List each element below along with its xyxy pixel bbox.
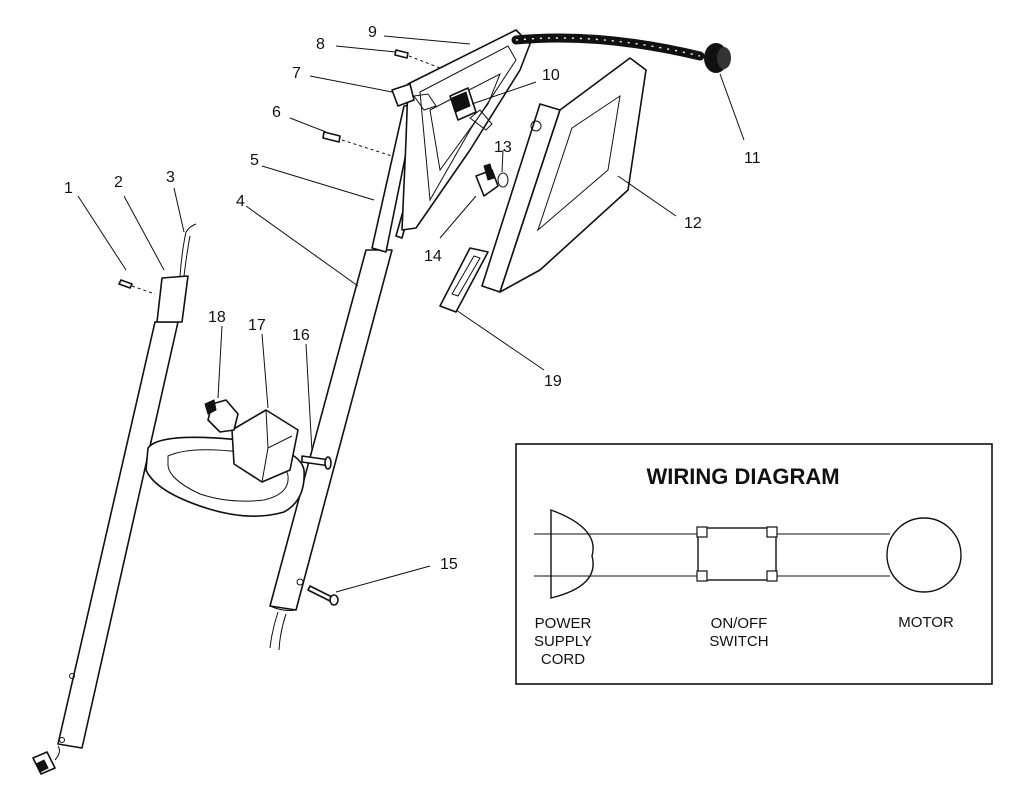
part-label-19: 19 — [544, 373, 562, 390]
part-label-8: 8 — [316, 36, 325, 53]
part-number-labels: 1 2 3 4 5 6 7 8 9 10 11 12 13 14 15 16 1… — [64, 24, 761, 573]
motor-symbol — [886, 517, 962, 593]
switch-label-line-1: ON/OFF — [711, 615, 768, 632]
part-label-1: 1 — [64, 180, 73, 197]
part-label-16: 16 — [292, 327, 310, 344]
plate-19 — [439, 247, 489, 313]
part-label-6: 6 — [272, 104, 281, 121]
part-label-5: 5 — [250, 152, 259, 169]
switch-label-line-2: SWITCH — [709, 633, 768, 650]
switch-housing-9 — [401, 29, 531, 231]
part-label-3: 3 — [166, 169, 175, 186]
wiring-diagram-title: WIRING DIAGRAM — [646, 464, 839, 489]
part-label-2: 2 — [114, 174, 123, 191]
part-label-13: 13 — [494, 139, 512, 156]
power-label-line-1: POWER — [535, 615, 592, 632]
switch-symbol — [696, 526, 778, 582]
bolt-15 — [307, 585, 339, 606]
knob-14 — [475, 163, 509, 197]
part-label-12: 12 — [684, 215, 702, 232]
switch-10 — [449, 87, 493, 131]
screw-8 — [394, 49, 441, 69]
leader-lines — [77, 35, 745, 593]
part-label-14: 14 — [424, 248, 442, 265]
screw-6 — [322, 131, 393, 157]
auxiliary-handle — [145, 399, 332, 517]
power-cord-11 — [511, 33, 731, 73]
part-label-11: 11 — [744, 150, 761, 167]
power-label-line-3: CORD — [541, 651, 585, 668]
guard-12 — [481, 57, 647, 293]
clip-7 — [391, 83, 437, 111]
power-label-line-2: SUPPLY — [534, 633, 592, 650]
part-label-15: 15 — [440, 556, 458, 573]
wiring-diagram: WIRING DIAGRAM POWER SUPPLY CORD ON/OFF … — [515, 443, 993, 685]
lower-handle-tube — [32, 223, 197, 775]
part-label-4: 4 — [236, 193, 245, 210]
part-label-17: 17 — [248, 317, 266, 334]
part-label-10: 10 — [542, 67, 560, 84]
screw-1 — [118, 279, 156, 295]
motor-label: MOTOR — [898, 614, 954, 631]
part-label-7: 7 — [292, 65, 301, 82]
part-label-18: 18 — [208, 309, 226, 326]
part-label-9: 9 — [368, 24, 377, 41]
